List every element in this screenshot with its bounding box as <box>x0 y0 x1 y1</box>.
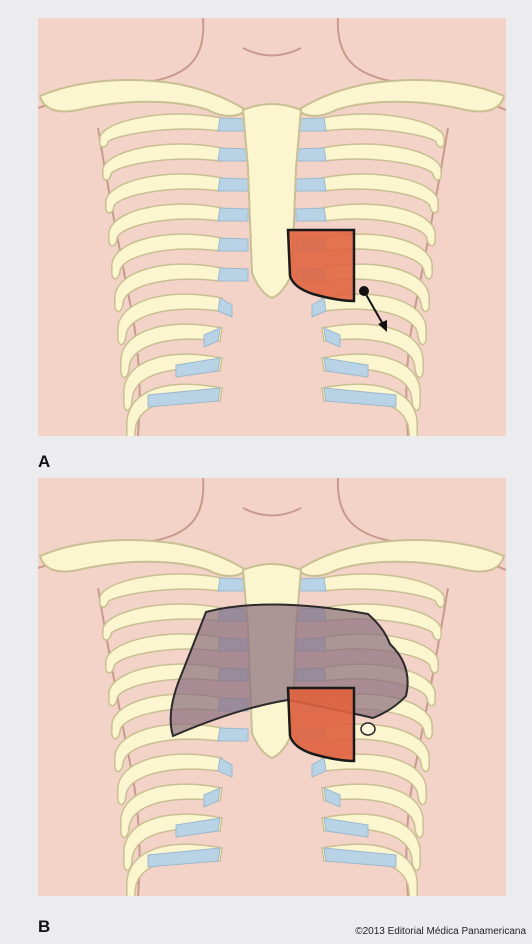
rib <box>322 574 444 607</box>
palpation-point-icon <box>361 723 375 735</box>
costal-cartilage <box>312 298 326 317</box>
panel-a-illustration <box>38 18 506 436</box>
panel-b-illustration <box>38 478 506 896</box>
costal-cartilage <box>218 268 248 281</box>
copyright-notice: ©2013 Editorial Médica Panamericana <box>355 926 526 937</box>
rib <box>100 574 222 607</box>
costal-cartilage <box>218 728 248 741</box>
rib <box>100 114 222 147</box>
heart-region <box>288 688 354 761</box>
costal-cartilage <box>218 298 232 317</box>
costal-cartilage <box>218 208 248 221</box>
thorax-drawing-b <box>38 478 506 896</box>
costal-cartilage <box>296 148 326 161</box>
rib <box>322 114 444 147</box>
thorax-drawing-a <box>38 18 506 436</box>
costal-cartilage <box>218 178 248 191</box>
costal-cartilage <box>218 148 248 161</box>
heart-region <box>288 230 354 301</box>
costal-cartilage <box>218 238 248 251</box>
costal-cartilage <box>296 178 326 191</box>
costal-cartilage <box>312 758 326 777</box>
costal-cartilage <box>296 208 326 221</box>
panel-b-label: B <box>38 917 50 937</box>
panel-a-label: A <box>38 452 50 472</box>
costal-cartilage <box>218 758 232 777</box>
